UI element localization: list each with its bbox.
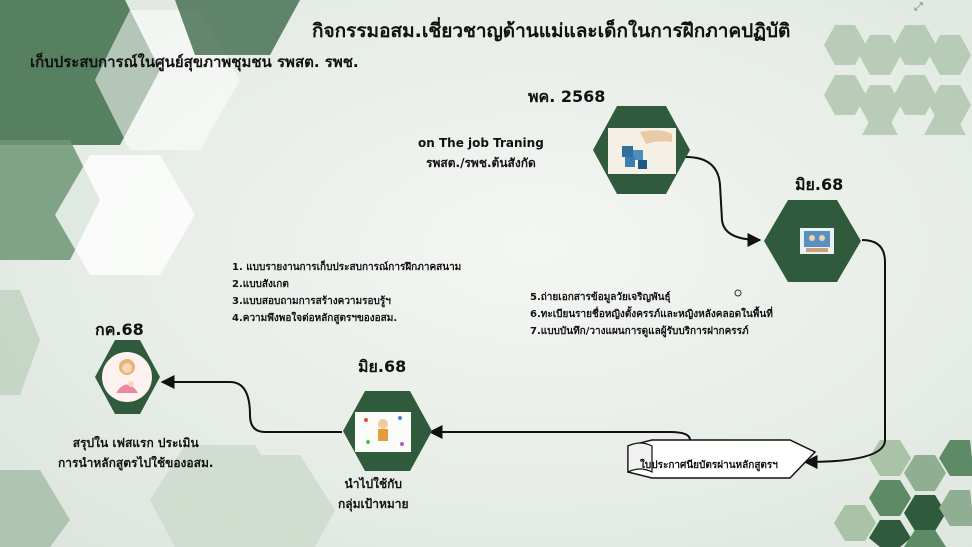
list-item: 7.แบบบันทึก/วางแผนการดูแลผู้รับบริการฝาก… xyxy=(530,326,749,337)
list-item: 5.ถ่ายเอกสารข้อมูลวัยเจริญพันธุ์ xyxy=(530,292,671,303)
step1-caption-line: on The job Traning xyxy=(418,136,544,150)
step4-caption-line: สรุปใน เฟสแรก ประเมิน xyxy=(72,436,199,450)
right-document-list: 5.ถ่ายเอกสารข้อมูลวัยเจริญพันธุ์ 6.ทะเบี… xyxy=(530,289,773,340)
step4-hexagon xyxy=(95,340,160,414)
step4-caption: สรุปใน เฟสแรก ประเมิน การนำหลักสูตรไปใช้… xyxy=(58,433,213,473)
connector-step3-step4 xyxy=(160,375,342,433)
connector-step1-step2 xyxy=(685,156,762,247)
certificate-ribbon xyxy=(627,439,817,479)
list-item: 4.ความพึงพอใจต่อหลักสูตรฯของอสม. xyxy=(232,313,398,324)
step1-caption: on The job Traning รพสต./รพช.ต้นสังกัด xyxy=(418,133,544,173)
cursor-icon xyxy=(734,289,742,297)
step1-caption-line: รพสต./รพช.ต้นสังกัด xyxy=(426,156,536,170)
bg-hexagons-left xyxy=(0,0,300,547)
left-document-list: 1. แบบรายงานการเก็บประสบการณ์การฝึกภาคสน… xyxy=(232,259,461,327)
step4-caption-line: การนำหลักสูตรไปใช้ของอสม. xyxy=(58,456,214,470)
step3-date: มิย.68 xyxy=(358,357,407,376)
bg-hexagons-bottom-right xyxy=(834,440,972,547)
step3-caption-line: นำไปใช้กับ xyxy=(344,477,403,491)
child-learning-icon xyxy=(364,416,404,446)
connector-step2-ribbon xyxy=(803,239,886,469)
step3-caption-line: กลุ่มเป้าหมาย xyxy=(338,497,409,511)
puzzle-hand-icon xyxy=(622,130,672,169)
step2-date: มิย.68 xyxy=(795,175,844,194)
video-call-icon xyxy=(804,231,830,252)
page-subtitle: เก็บประสบการณ์ในศูนย์สุขภาพชุมชน รพสต. ร… xyxy=(30,53,359,71)
list-item: 3.แบบสอบถามการสร้างความรอบรู้ฯ xyxy=(232,296,391,307)
expand-icon[interactable]: ⤢ xyxy=(914,0,923,13)
bg-hexagons-bottom-left xyxy=(150,445,335,547)
list-item: 2.แบบสังเกต xyxy=(232,279,289,290)
page-title: กิจกรรมอสม.เชี่ยวชาญด้านแม่และเด็กในการฝ… xyxy=(312,20,791,42)
step4-date: กค.68 xyxy=(95,320,144,339)
step1-date: พค. 2568 xyxy=(528,87,606,106)
step3-caption: นำไปใช้กับ กลุ่มเป้าหมาย xyxy=(338,474,409,514)
mother-baby-icon xyxy=(116,359,138,393)
ribbon-label: ใบประกาศนียบัตรผ่านหลักสูตรฯ xyxy=(640,460,778,471)
list-item: 1. แบบรายงานการเก็บประสบการณ์การฝึกภาคสน… xyxy=(232,262,462,273)
list-item: 6.ทะเบียนรายชื่อหญิงตั้งครรภ์และหญิงหลัง… xyxy=(530,309,773,320)
bg-hexagons-top-right xyxy=(824,25,971,135)
